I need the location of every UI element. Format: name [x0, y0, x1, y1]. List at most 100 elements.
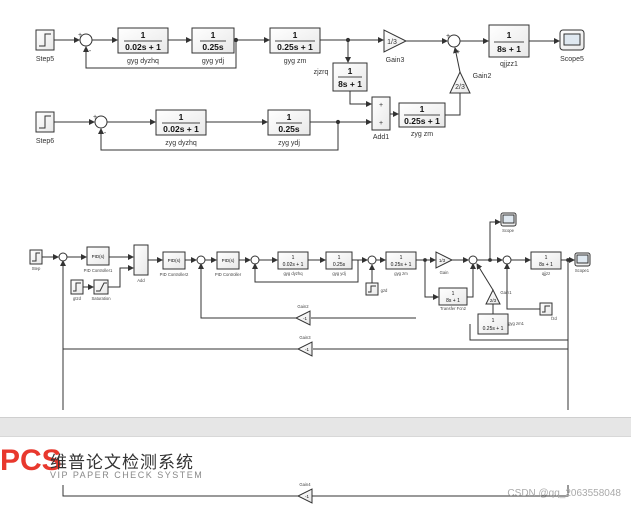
sum-b5[interactable] [468, 255, 478, 265]
zyg-zm-label: zyg zm [411, 131, 433, 138]
tf-den: 0.25s + 1 [483, 326, 504, 332]
gain4-label: Gain4 [299, 482, 311, 487]
fzd-block[interactable] [539, 302, 553, 316]
b-zm-label: gyg zm [394, 271, 408, 276]
b-ydj-label: gyg ydj [332, 271, 345, 276]
step6-label: Step6 [36, 138, 54, 145]
tf-num: 1 [545, 255, 548, 261]
gyg-ydj-label: gyg ydj [202, 58, 225, 65]
scope5-label: Scope5 [560, 56, 584, 63]
add-block[interactable] [133, 244, 149, 276]
tf-num: 1 [287, 112, 292, 122]
fzd-label: fzd [551, 316, 557, 321]
gain2-block[interactable] [449, 70, 471, 94]
svg-text:-: - [104, 130, 107, 137]
sum-b2[interactable] [196, 255, 206, 265]
gyg-ydj-block[interactable] [191, 27, 235, 54]
tf-den: 0.25s + 1 [391, 262, 412, 268]
svg-text:+: + [446, 33, 450, 40]
tf-den: 0.02s + 1 [125, 42, 161, 52]
step-block[interactable] [29, 249, 43, 265]
tf-den: 0.25s + 1 [404, 116, 440, 126]
tf-num: 1 [400, 255, 403, 261]
tf-den: 0.02s + 1 [283, 262, 304, 268]
gyg-dyzhq-label: gyg dyzhq [127, 58, 159, 65]
csdn-watermark: CSDN @qq_2063558048 [507, 488, 621, 499]
svg-text:-: - [89, 48, 92, 55]
b-tf3-label: gyg zm1 [508, 321, 524, 326]
tf-den: 0.25s [278, 124, 300, 134]
gzd-label: gzd [381, 288, 388, 293]
gain3-b-value: -1 [305, 347, 309, 352]
gain3-b-block[interactable] [296, 341, 313, 357]
zjzrq-label: zjzrq [314, 69, 329, 76]
gtzd-block[interactable] [70, 279, 84, 295]
gain2-b-label: Gain2 [297, 304, 309, 309]
saturation-label: Saturation [91, 296, 111, 301]
tf-num: 1 [292, 255, 295, 261]
zyg-ydj-label: zyg ydj [278, 140, 300, 147]
b-dyzh-label: gyg dyzhq [283, 271, 303, 276]
tf-den: 0.25s [202, 42, 224, 52]
scope1-block[interactable] [574, 252, 591, 267]
gain2-label: Gain2 [473, 73, 492, 80]
tf-num: 1 [420, 104, 425, 114]
logo-english-text: VIP PAPER CHECK SYSTEM [50, 470, 204, 480]
gain3-label: Gain3 [386, 57, 405, 64]
step6-block[interactable] [35, 111, 55, 133]
tf-den: 8s + 1 [539, 262, 553, 268]
scope1-label: Scope1 [575, 268, 590, 273]
tf-den: 0.02s + 1 [163, 124, 199, 134]
step5-block[interactable] [35, 29, 55, 51]
tf-num: 1 [492, 318, 495, 324]
pid-controller1-label: PID Controller1 [84, 268, 113, 273]
qjjzz1-label: qjjzz1 [500, 61, 518, 68]
saturation-block[interactable] [93, 279, 109, 295]
pid-controller1-block[interactable] [86, 246, 110, 266]
qjjzz1-block[interactable] [488, 24, 530, 58]
svg-text:+: + [379, 102, 383, 109]
gain4-value: -1 [305, 494, 309, 499]
sum-b6[interactable] [502, 255, 512, 265]
zyg-ydj-block[interactable] [267, 109, 311, 136]
gain2-b-block[interactable] [294, 310, 311, 326]
gain-block[interactable] [435, 251, 454, 269]
svg-text:PCS: PCS [0, 444, 62, 477]
gain3-block[interactable] [383, 29, 408, 53]
gain3-value: 1/3 [387, 39, 397, 46]
gyg-zm-label: gyg zm [284, 58, 307, 65]
add-label: Add [137, 278, 145, 283]
tf-num: 1 [338, 255, 341, 261]
svg-text:+: + [78, 32, 82, 39]
section-divider [0, 417, 631, 437]
sum-b4[interactable] [367, 255, 377, 265]
scope5-block[interactable] [559, 29, 585, 51]
svg-text:+: + [379, 120, 383, 127]
gain1-value: 2/3 [490, 298, 497, 303]
zyg-dyzhq-block[interactable] [155, 109, 207, 136]
gain3-b-label: Gain3 [299, 335, 311, 340]
scope-block[interactable] [500, 212, 517, 227]
pid-text: PID(s) [92, 254, 105, 259]
gzd-block[interactable] [365, 282, 379, 296]
sum-b3[interactable] [250, 255, 260, 265]
sum-b1[interactable] [58, 252, 68, 262]
zyg-dyzhq-label: zyg dyzhq [165, 140, 197, 147]
tf-num: 1 [211, 30, 216, 40]
tf-num: 1 [179, 112, 184, 122]
pid-controller2-label: PID Controller2 [160, 272, 189, 277]
tf-den: 8s + 1 [446, 298, 460, 304]
logo-chinese-text: 维普论文检测系统 [50, 453, 194, 473]
gtzd-label: gtzd [73, 296, 82, 301]
b-qjjz-label: qjjzz [542, 271, 550, 276]
vip-logo-icon: PCS [0, 444, 62, 477]
tf-num: 1 [507, 30, 512, 40]
tf-num: 1 [452, 291, 455, 297]
transfer-fcn2-label: Transfer Fcn2 [440, 306, 467, 311]
gain1-label: Gain1 [500, 290, 512, 295]
svg-text:+: + [456, 49, 460, 56]
tf-den: 8s + 1 [338, 79, 362, 89]
tf-den: 8s + 1 [497, 44, 521, 54]
tf-num: 1 [293, 30, 298, 40]
tf-num: 1 [141, 30, 146, 40]
